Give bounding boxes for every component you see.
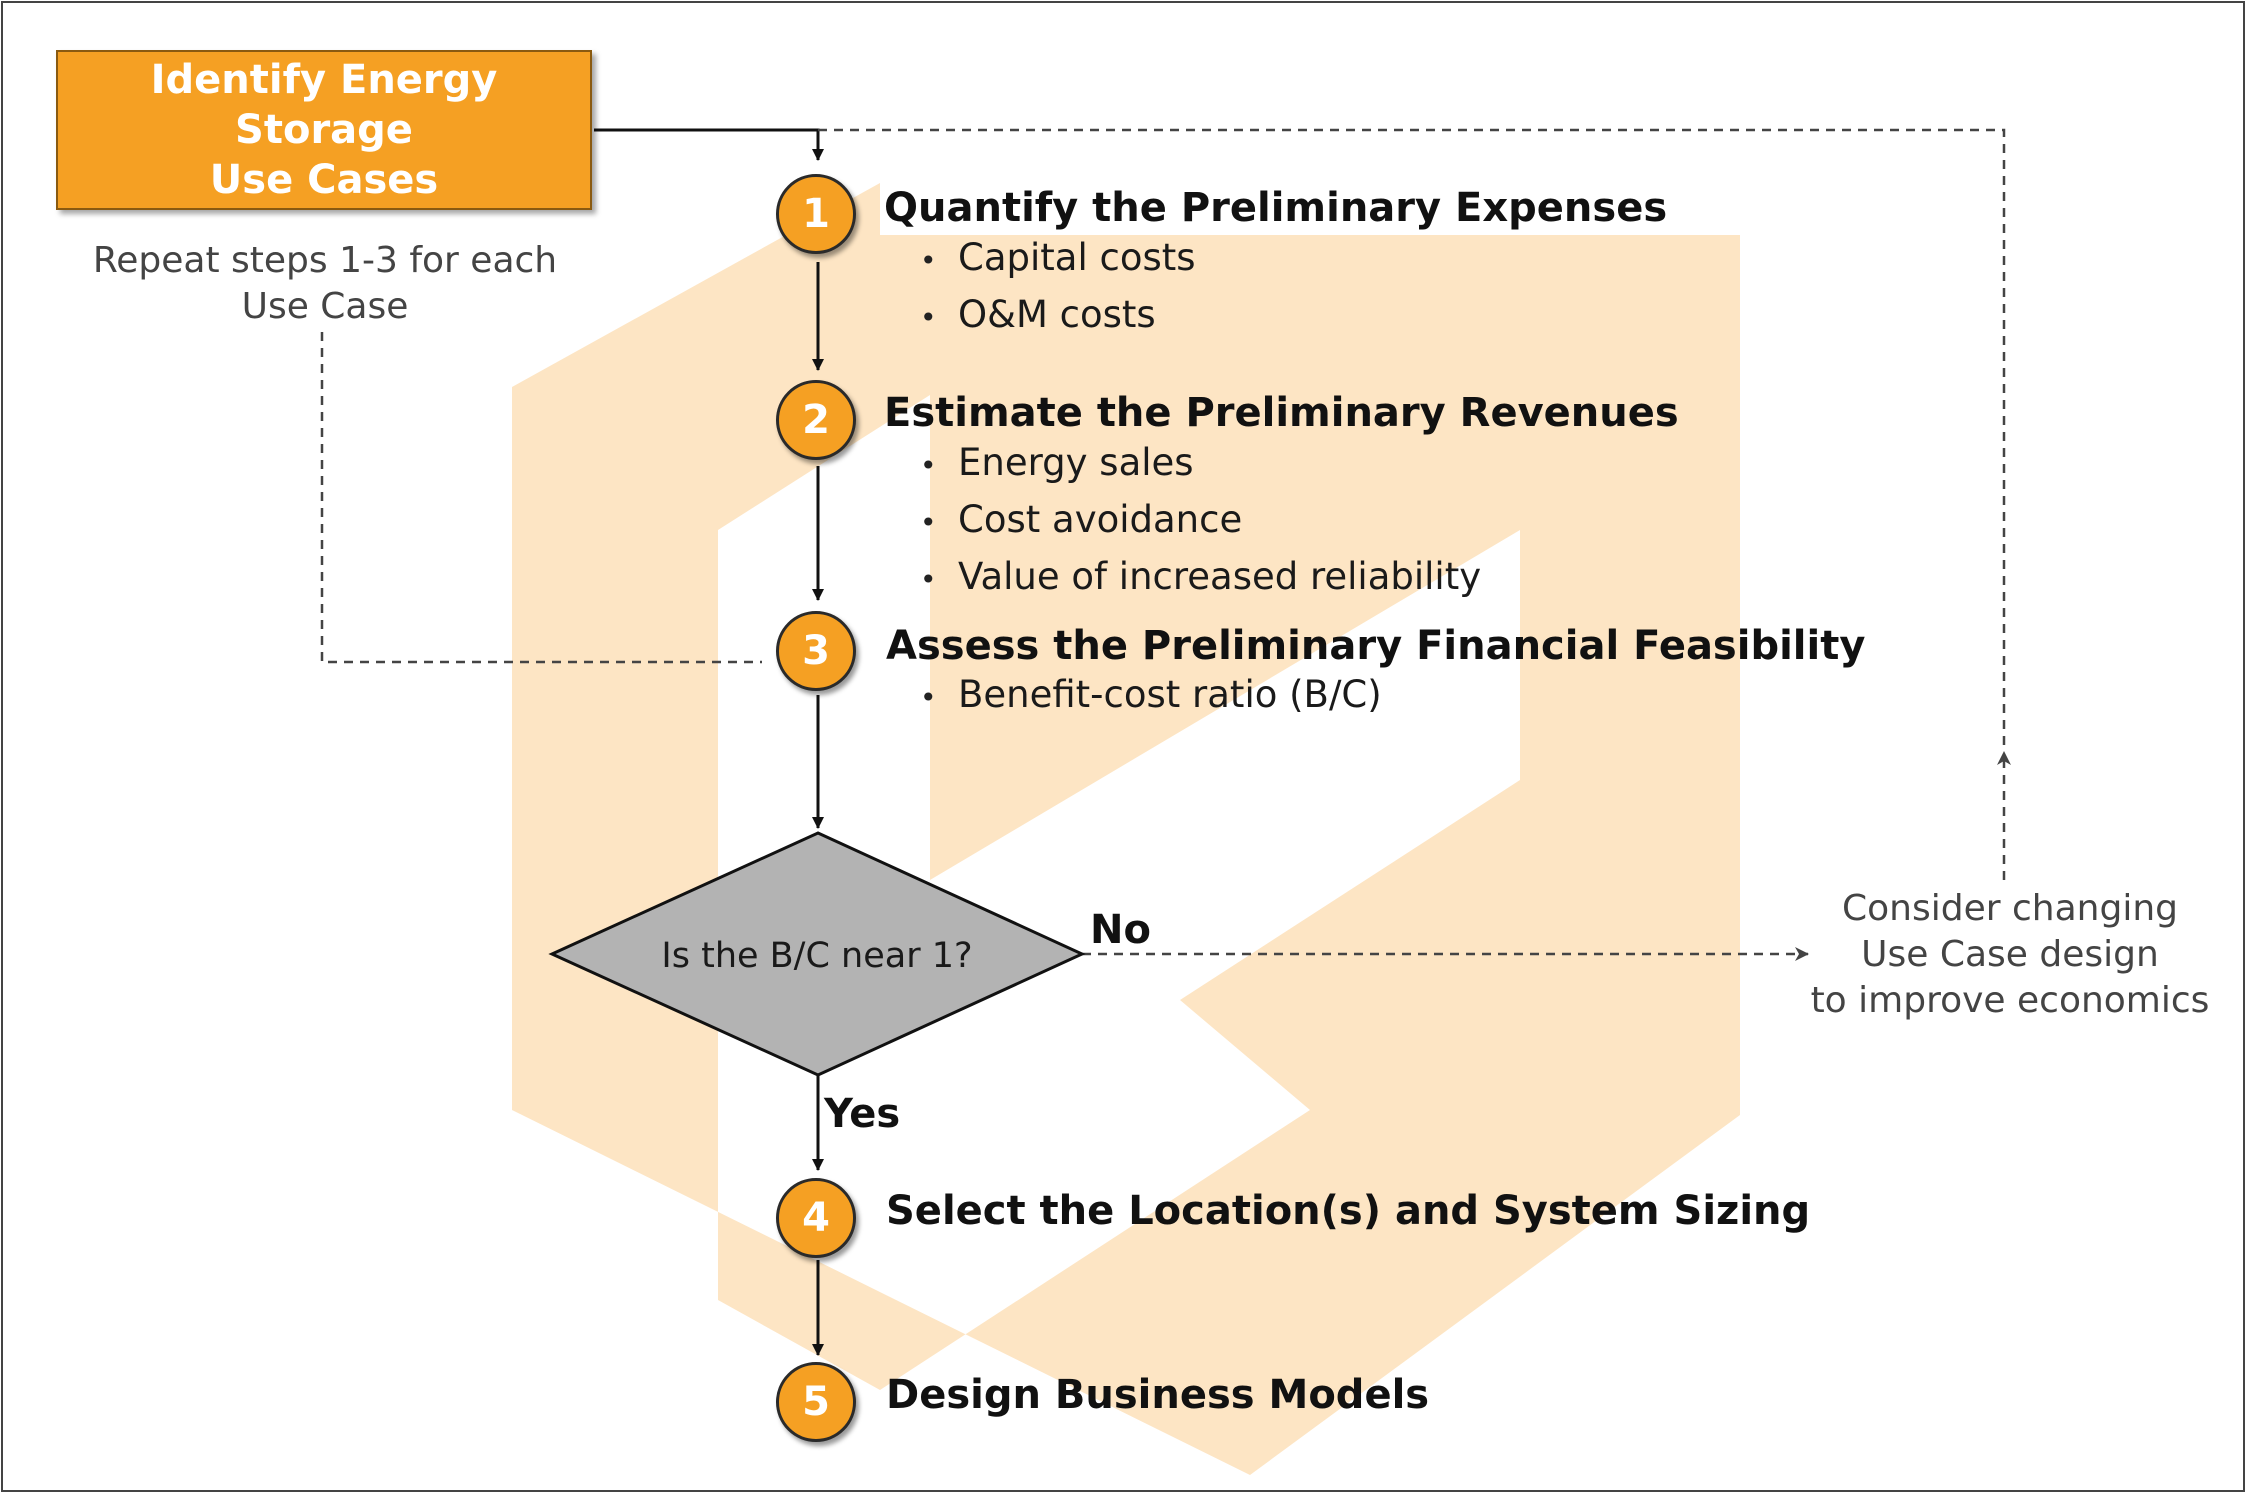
step-2-title: Estimate the Preliminary Revenues [884, 390, 1679, 436]
step-2-bullet-list: • Energy sales • Cost avoidance • Value of … [920, 436, 1481, 607]
watermark-logo [512, 183, 1740, 1475]
step-4-title: Select the Location(s) and System Sizing [886, 1188, 1811, 1234]
repeat-steps-note: Repeat steps 1-3 for each Use Case [92, 240, 558, 327]
step-1-bullet-list: • Capital costs • O&M costs [920, 231, 1196, 345]
step-3-bullet-list: • Benefit-cost ratio (B/C) [920, 668, 1382, 725]
feedback-note: Consider changing Use Case design to imp… [1810, 888, 2210, 1021]
bullet-glyph: • [920, 244, 937, 277]
bullet-text: Value of increased reliability [958, 555, 1482, 598]
list-item: • Energy sales [920, 436, 1481, 493]
bullet-glyph: • [920, 506, 937, 539]
bullet-text: Energy sales [958, 441, 1194, 484]
list-item: • Capital costs [920, 231, 1196, 288]
step-3-badge: 3 [776, 611, 856, 691]
bullet-glyph: • [920, 449, 937, 482]
no-branch-label: No [1090, 907, 1151, 953]
feedback-top-line [818, 128, 2006, 745]
start-box-identify-use-cases: Identify Energy Storage Use Cases [56, 50, 592, 210]
list-item: • Cost avoidance [920, 493, 1481, 550]
decision-diamond [548, 831, 1086, 1077]
step-5-badge: 5 [776, 1362, 856, 1442]
bullet-text: O&M costs [958, 293, 1156, 336]
list-item: • Benefit-cost ratio (B/C) [920, 668, 1382, 725]
bullet-glyph: • [920, 563, 937, 596]
step-5-title: Design Business Models [886, 1372, 1430, 1418]
bullet-glyph: • [920, 681, 937, 714]
step-1-badge: 1 [776, 174, 856, 254]
decision-question: Is the B/C near 1? [661, 936, 973, 976]
yes-branch-label: Yes [824, 1091, 901, 1137]
bullet-glyph: • [920, 301, 937, 334]
bullet-text: Benefit-cost ratio (B/C) [958, 673, 1382, 716]
list-item: • Value of increased reliability [920, 550, 1481, 607]
dashed-lines [320, 128, 2011, 961]
step-2-badge: 2 [776, 380, 856, 460]
step-4-badge: 4 [776, 1178, 856, 1258]
bullet-text: Cost avoidance [958, 498, 1243, 541]
list-item: • O&M costs [920, 288, 1196, 345]
bullet-text: Capital costs [958, 236, 1196, 279]
step-1-title: Quantify the Preliminary Expenses [884, 185, 1668, 231]
step-3-title: Assess the Preliminary Financial Feasibi… [886, 623, 1866, 669]
